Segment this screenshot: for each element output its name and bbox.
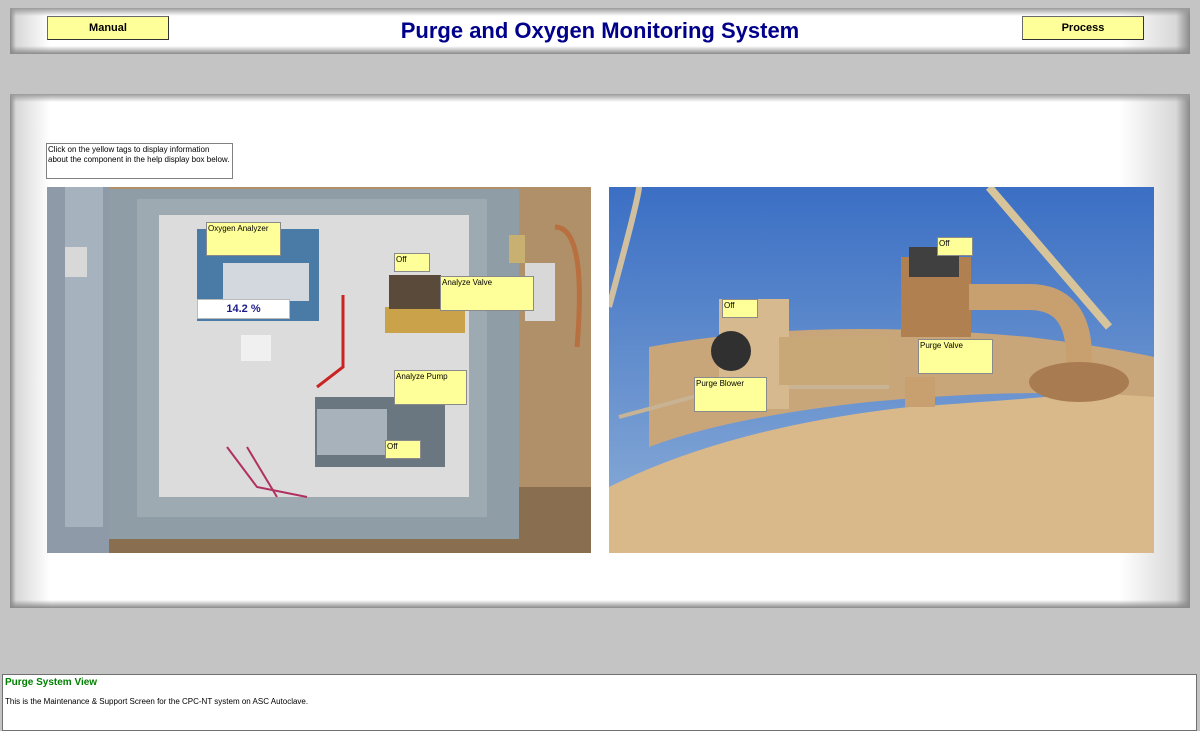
- purge-valve-status-tag[interactable]: Off: [937, 237, 973, 256]
- help-title: Purge System View: [5, 677, 98, 688]
- analyze-valve-tag[interactable]: Analyze Valve: [440, 276, 534, 311]
- header-bar: [10, 8, 1190, 54]
- help-text: This is the Maintenance & Support Screen…: [5, 697, 309, 706]
- purge-blower-photo: [609, 187, 1154, 553]
- purge-blower-status-tag[interactable]: Off: [722, 299, 758, 318]
- instructions-text: Click on the yellow tags to display info…: [46, 143, 233, 179]
- analyze-valve-status-tag[interactable]: Off: [394, 253, 430, 272]
- process-button[interactable]: Process: [1022, 16, 1144, 40]
- analyzer-enclosure-photo: [47, 187, 591, 553]
- manual-button[interactable]: Manual: [47, 16, 169, 40]
- oxygen-reading: 14.2 %: [197, 299, 290, 319]
- page-title: Purge and Oxygen Monitoring System: [400, 18, 800, 43]
- purge-valve-tag[interactable]: Purge Valve: [918, 339, 993, 374]
- oxygen-analyzer-tag[interactable]: Oxygen Analyzer: [206, 222, 281, 256]
- help-display-box: Purge System View This is the Maintenanc…: [2, 674, 1197, 731]
- purge-blower-tag[interactable]: Purge Blower: [694, 377, 767, 412]
- analyze-pump-status-tag[interactable]: Off: [385, 440, 421, 459]
- analyze-pump-tag[interactable]: Analyze Pump: [394, 370, 467, 405]
